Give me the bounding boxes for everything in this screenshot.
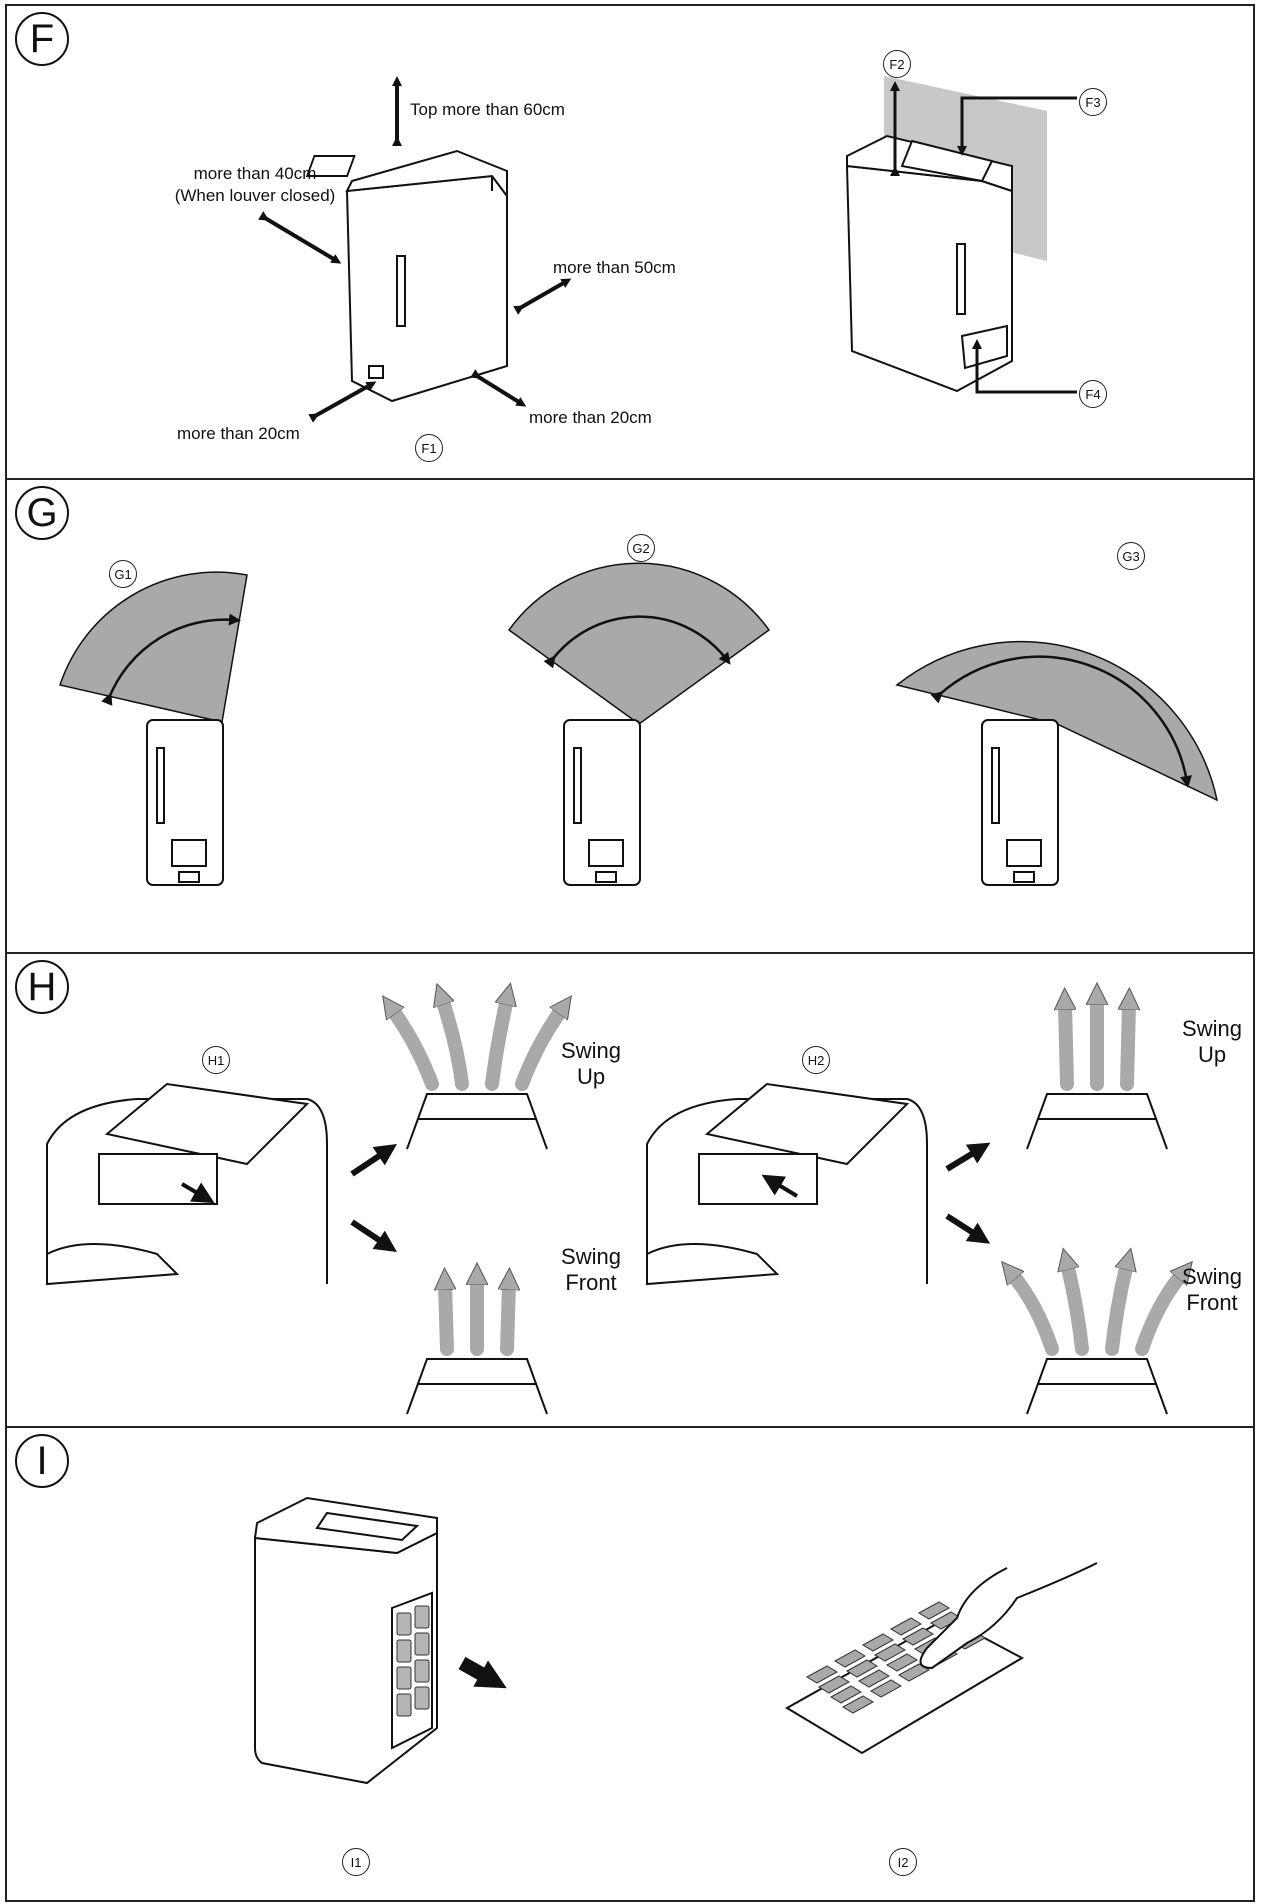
label-left-clearance-line1: more than 40cm xyxy=(193,164,317,183)
filter-cell xyxy=(817,1675,851,1694)
panel-h-swing-direction: H xyxy=(5,952,1255,1428)
filter-cell xyxy=(873,1643,907,1662)
label-right-clearance: more than 50cm xyxy=(553,258,676,277)
callout-f1: F1 xyxy=(415,434,443,462)
callout-i1: I1 xyxy=(342,1848,370,1876)
filter-cell xyxy=(805,1665,839,1684)
louver-angle-illustration xyxy=(59,562,1219,886)
swing-direction-illustration xyxy=(46,954,1257,1415)
section-badge-i: I xyxy=(15,1434,69,1488)
callout-h2: H2 xyxy=(802,1046,830,1074)
filter-cell xyxy=(845,1659,879,1678)
label-h1-swing-front: Swing Front xyxy=(561,1244,621,1295)
section-badge-h: H xyxy=(15,960,69,1014)
filter-cell xyxy=(889,1617,923,1636)
label-bottom-left-clearance: more than 20cm xyxy=(177,424,300,443)
filter-cell xyxy=(869,1679,903,1698)
callout-h1: H1 xyxy=(202,1046,230,1074)
dehumidifier-rear-view xyxy=(845,134,1013,393)
dehumidifier-front-view xyxy=(305,149,508,403)
panel-i-filter-removal: I xyxy=(5,1426,1255,1902)
callout-g1: G1 xyxy=(109,560,137,588)
filter-cell xyxy=(833,1649,867,1668)
filter-cell xyxy=(897,1663,931,1682)
callout-g2: G2 xyxy=(627,534,655,562)
label-bottom-right-clearance: more than 20cm xyxy=(529,408,652,427)
panel-g-louver-angles: G xyxy=(5,478,1255,954)
filter-cell xyxy=(841,1695,875,1714)
filter-cell xyxy=(885,1653,919,1672)
unit-top-h2 xyxy=(646,1082,928,1286)
callout-i2: I2 xyxy=(889,1848,917,1876)
label-h2-swing-front: Swing Front xyxy=(1182,1264,1242,1315)
label-left-clearance-line2: (When louver closed) xyxy=(174,186,336,205)
section-badge-f: F xyxy=(15,12,69,66)
filter-removal-illustration xyxy=(253,1496,1098,1785)
clearance-illustration xyxy=(258,76,1077,423)
filter-cell xyxy=(829,1685,863,1704)
filter-cell xyxy=(857,1669,891,1688)
filter-cell xyxy=(917,1601,951,1620)
callout-g3: G3 xyxy=(1117,542,1145,570)
filter-cell xyxy=(901,1627,935,1646)
callout-f4: F4 xyxy=(1079,380,1107,408)
filter-tray xyxy=(785,1562,1098,1755)
filter-cell xyxy=(861,1633,895,1652)
label-h1-swing-up: Swing Up xyxy=(561,1038,621,1089)
callout-f2: F2 xyxy=(883,50,911,78)
section-badge-g: G xyxy=(15,486,69,540)
label-h2-swing-up: Swing Up xyxy=(1182,1016,1242,1067)
panel-f-installation-clearance: F xyxy=(5,4,1255,480)
callout-f3: F3 xyxy=(1079,88,1107,116)
unit-top-h1 xyxy=(46,1082,328,1286)
label-top-clearance: Top more than 60cm xyxy=(410,100,565,119)
